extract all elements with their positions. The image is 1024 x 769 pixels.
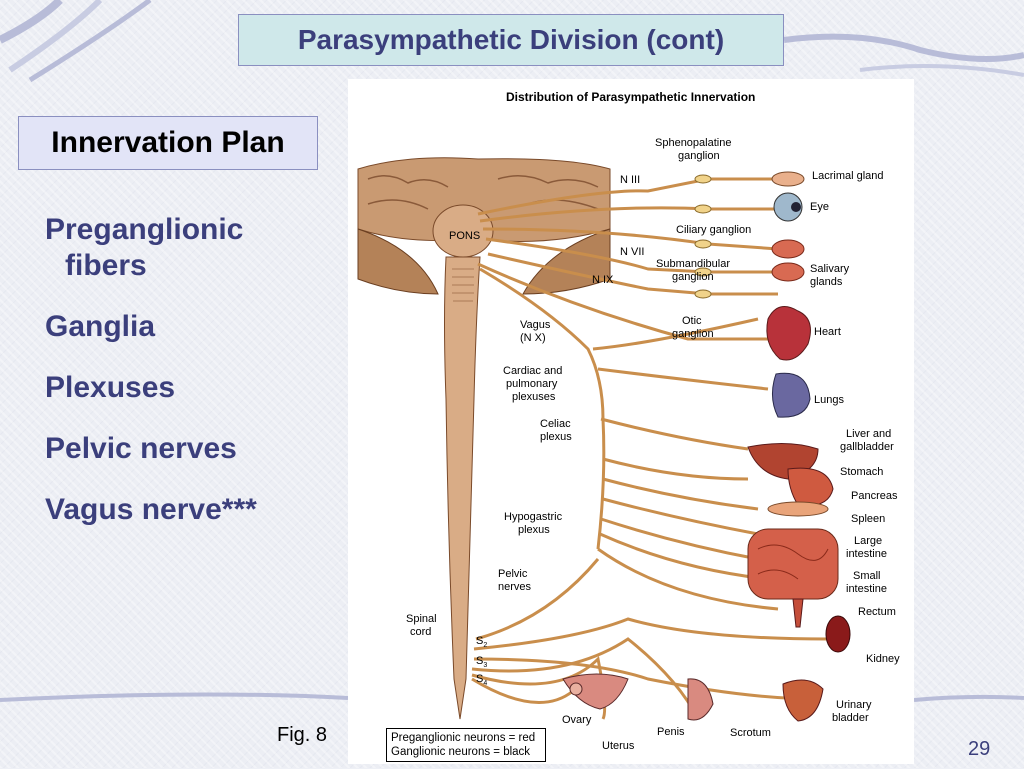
organ-salivary-glands — [771, 239, 805, 282]
label-vagus-2: (N X) — [520, 332, 546, 344]
figure-legend: Preganglionic neurons = red Ganglionic n… — [386, 728, 546, 762]
label-pons: PONS — [449, 230, 480, 242]
label-hypogastric-2: plexus — [518, 524, 550, 536]
label-pelvic-1: Pelvic — [498, 568, 528, 580]
bullet-text: Vagus nerve*** — [45, 493, 257, 526]
organ-lungs — [772, 372, 811, 418]
bullet-item: Plexuses — [45, 370, 315, 406]
label-urinary-2: bladder — [832, 712, 869, 724]
cranial-nerve-paths — [477, 177, 779, 341]
label-submandibular-2: ganglion — [672, 271, 714, 283]
organ-heart — [766, 306, 811, 361]
bullet-text: Pelvic nerves — [45, 432, 237, 465]
label-small-intestine-1: Small — [853, 570, 881, 582]
label-ovary: Ovary — [562, 714, 592, 726]
label-n7: N VII — [620, 246, 644, 258]
bullet-text: Ganglia — [45, 310, 156, 343]
label-cardiac-2: pulmonary — [506, 378, 558, 390]
label-hypogastric-1: Hypogastric — [504, 511, 563, 523]
label-s3: S3 — [476, 655, 487, 669]
spinal-cord-shape — [444, 256, 481, 720]
bullet-text: Preganglionic — [45, 213, 244, 246]
label-salivary-1: Salivary — [810, 263, 850, 275]
organ-kidney — [825, 615, 851, 653]
label-otic-1: Otic — [682, 315, 702, 327]
label-salivary-2: glands — [810, 276, 843, 288]
label-heart: Heart — [814, 326, 841, 338]
bullet-item: Pelvic nerves — [45, 431, 315, 467]
label-submandibular-1: Submandibular — [656, 258, 730, 270]
bullet-item: Preganglionic fibers — [45, 212, 315, 284]
label-liver-1: Liver and — [846, 428, 891, 440]
figure-number-label: Fig. 8 — [277, 724, 328, 746]
label-sphenopalatine-2: ganglion — [678, 150, 720, 162]
organ-lacrimal-gland — [771, 171, 805, 187]
label-celiac-1: Celiac — [540, 418, 571, 430]
label-stomach: Stomach — [840, 466, 883, 478]
organ-male-reproductive — [687, 678, 714, 721]
label-spleen: Spleen — [851, 513, 885, 525]
vagus-nerve-paths — [471, 267, 829, 720]
anatomy-figure: Distribution of Parasympathetic Innervat… — [348, 79, 914, 764]
label-lungs: Lungs — [814, 394, 844, 406]
label-kidney: Kidney — [866, 653, 900, 665]
organ-uterus-ovary — [562, 673, 629, 710]
slide-subtitle: Innervation Plan — [18, 116, 318, 170]
bullet-text: Plexuses — [45, 371, 176, 404]
label-liver-2: gallbladder — [840, 441, 894, 453]
label-pancreas: Pancreas — [851, 490, 898, 502]
parasympathetic-diagram: Distribution of Parasympathetic Innervat… — [357, 90, 900, 752]
bullet-item: Vagus nerve*** — [45, 492, 315, 528]
label-n9: N IX — [592, 274, 614, 286]
organ-eye — [773, 192, 803, 222]
label-spinal-2: cord — [410, 626, 431, 638]
bullet-item: Ganglia — [45, 309, 315, 345]
figure-heading: Distribution of Parasympathetic Innervat… — [506, 90, 755, 104]
label-cardiac-1: Cardiac and — [503, 365, 562, 377]
bullet-list: Preganglionic fibers Ganglia Plexuses Pe… — [45, 212, 315, 553]
ganglia-marks — [694, 174, 712, 299]
label-eye: Eye — [810, 201, 829, 213]
label-sphenopalatine-1: Sphenopalatine — [655, 137, 731, 149]
label-lacrimal: Lacrimal gland — [812, 170, 884, 182]
organ-intestines — [747, 528, 839, 600]
slide-title: Parasympathetic Division (cont) — [238, 14, 784, 66]
label-cardiac-3: plexuses — [512, 391, 556, 403]
label-spinal-1: Spinal — [406, 613, 437, 625]
label-small-intestine-2: intestine — [846, 583, 887, 595]
label-penis: Penis — [657, 726, 685, 738]
legend-line: Ganglionic neurons = black — [391, 746, 531, 758]
label-pelvic-2: nerves — [498, 581, 532, 593]
legend-line: Preganglionic neurons = red — [391, 732, 536, 744]
organ-rectum — [792, 598, 804, 628]
organ-pancreas-spleen — [767, 501, 829, 517]
page-number: 29 — [968, 738, 991, 760]
label-urinary-1: Urinary — [836, 699, 872, 711]
label-uterus: Uterus — [602, 740, 635, 752]
cerebellum-left — [357, 228, 439, 295]
label-rectum: Rectum — [858, 606, 896, 618]
label-n3: N III — [620, 174, 640, 186]
organ-stomach — [787, 467, 834, 507]
label-otic-2: ganglion — [672, 328, 714, 340]
label-large-intestine-1: Large — [854, 535, 882, 547]
bullet-text-continued: fibers — [65, 249, 147, 282]
label-vagus-1: Vagus — [520, 319, 551, 331]
label-s2: S2 — [476, 635, 487, 649]
label-large-intestine-2: intestine — [846, 548, 887, 560]
label-celiac-2: plexus — [540, 431, 572, 443]
organ-urinary-bladder — [782, 679, 824, 722]
label-ciliary: Ciliary ganglion — [676, 224, 751, 236]
label-scrotum: Scrotum — [730, 727, 771, 739]
label-s4: S4 — [476, 673, 487, 687]
